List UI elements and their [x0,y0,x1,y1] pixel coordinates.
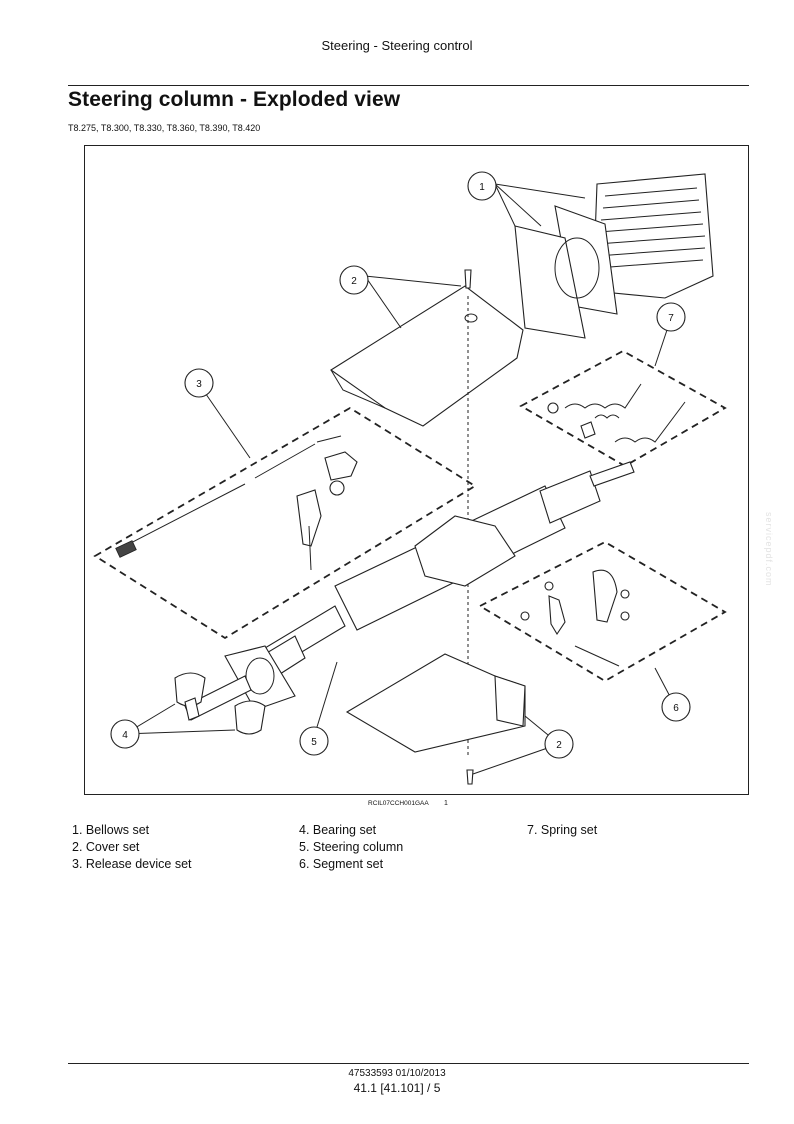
svg-text:3: 3 [196,379,202,390]
svg-text:5: 5 [311,737,317,748]
svg-text:2: 2 [351,276,357,287]
watermark-right: servicepdf.com [764,512,774,587]
header-rule [68,85,749,86]
release-device-group-box [93,406,477,640]
model-list: T8.275, T8.300, T8.330, T8.360, T8.390, … [68,123,261,133]
callout-6: 6 [661,692,691,722]
callout-1: 1 [467,171,497,201]
callout-2-bottom: 2 [544,729,574,759]
legend-item: 5. Steering column [299,840,404,854]
svg-text:7: 7 [668,313,674,324]
legend-column-1: 1. Bellows set 2. Cover set 3. Release d… [72,822,192,873]
svg-text:4: 4 [122,730,128,741]
bellows-set-drawing [514,173,714,339]
legend-item: 2. Cover set [72,840,140,854]
steering-column-drawing [184,461,635,721]
lower-cover-drawing [345,653,526,785]
segment-group-box [478,540,727,683]
bearing-set-drawing [174,672,266,735]
legend-item: 7. Spring set [527,823,598,837]
spring-set-drawing [547,383,686,443]
callout-7: 7 [656,302,686,332]
legend-item: 6. Segment set [299,857,384,871]
footer-rule [68,1063,749,1064]
figure-code: RCIL07CCH001GAA [368,800,429,807]
legend-item: 4. Bearing set [299,823,377,837]
exploded-view-drawing: 1 2 3 7 4 5 6 2 [93,171,727,785]
legend-item: 1. Bellows set [72,823,150,837]
header-title: Steering - Steering control [321,38,473,53]
legend-column-2: 4. Bearing set 5. Steering column 6. Seg… [299,822,403,873]
page-title: Steering column - Exploded view [68,88,401,111]
footer-page-number: 41.1 [41.101] / 5 [353,1081,441,1095]
footer-document-id: 47533593 01/10/2013 [348,1068,446,1079]
release-device-drawing [115,435,358,571]
legend-item: 3. Release device set [72,857,192,871]
callout-2-top: 2 [339,265,369,295]
svg-text:2: 2 [556,740,562,751]
spring-group-box [519,349,727,468]
callout-5: 5 [299,726,329,756]
svg-text:1: 1 [479,182,485,193]
svg-text:6: 6 [673,703,679,714]
callout-3: 3 [184,368,214,398]
figure-number: 1 [444,800,448,807]
callout-4: 4 [110,719,140,749]
segment-set-drawing [520,569,630,667]
legend-column-3: 7. Spring set [527,822,597,839]
exploded-view-figure: 1 2 3 7 4 5 6 2 [84,145,749,795]
